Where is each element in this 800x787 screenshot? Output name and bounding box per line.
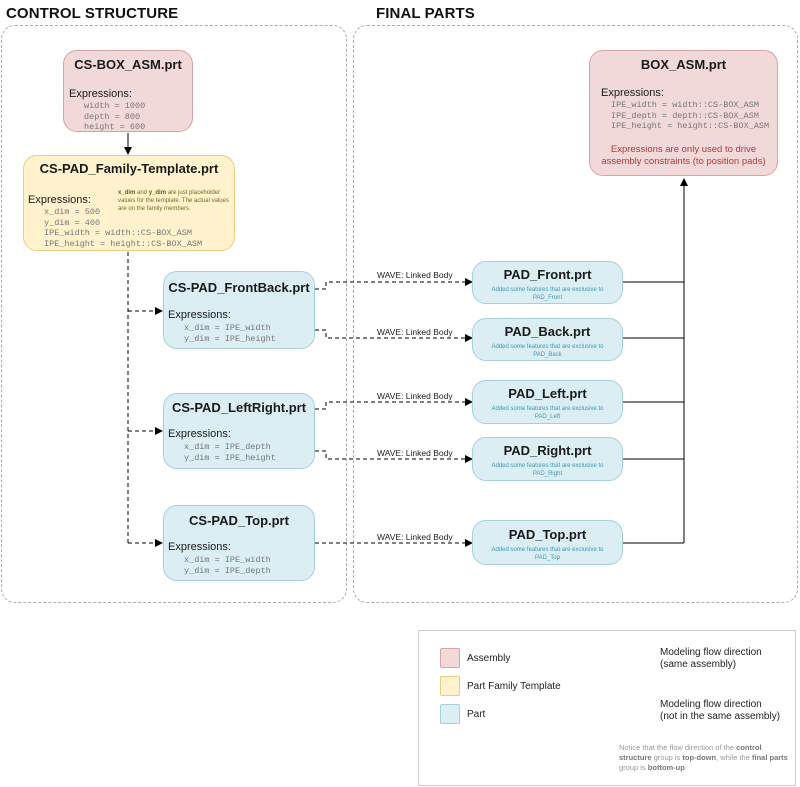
cs-top-expr-label: Expressions: — [168, 541, 231, 553]
pad-front-node[interactable]: PAD_Front.prt Added some features that a… — [472, 261, 623, 304]
legend-part-label: Part — [467, 709, 486, 720]
cs-top-title: CS-PAD_Top.prt — [189, 513, 289, 528]
pad-right-node[interactable]: PAD_Right.prt Added some features that a… — [472, 437, 623, 481]
pad-top-node[interactable]: PAD_Top.prt Added some features that are… — [472, 520, 623, 565]
pad-back-title: PAD_Back.prt — [504, 324, 591, 339]
wave-label-right: WAVE: Linked Body — [377, 448, 453, 458]
pad-front-description: Added some features that are exclusive t… — [491, 287, 604, 301]
cs-pad-top-node[interactable]: CS-PAD_Top.prt Expressions: x_dim = IPE_… — [163, 505, 315, 581]
wave-left — [315, 398, 473, 410]
legend-assembly-label: Assembly — [467, 653, 511, 664]
cs-template-expr-label: Expressions: — [28, 194, 91, 206]
cs-template-expressions: x_dim = 500 y_dim = 400 IPE_width = widt… — [44, 207, 203, 249]
cs-pad-family-template-node[interactable]: CS-PAD_Family-Template.prt Expressions: … — [23, 155, 235, 251]
legend-solid-label: Modeling flow direction(same assembly) — [660, 647, 762, 670]
legend-template-swatch — [440, 676, 460, 696]
control-structure-title: CONTROL STRUCTURE — [6, 5, 179, 22]
final-parts-title: FINAL PARTS — [376, 5, 475, 22]
cs-pad-frontback-node[interactable]: CS-PAD_FrontBack.prt Expressions: x_dim … — [163, 271, 315, 349]
cs-top-expressions: x_dim = IPE_width y_dim = IPE_depth — [184, 555, 271, 576]
cs-frontback-expressions: x_dim = IPE_width y_dim = IPE_height — [184, 323, 276, 344]
cs-frontback-title: CS-PAD_FrontBack.prt — [168, 280, 310, 295]
legend-part-swatch — [440, 704, 460, 724]
box-asm-constraints-note: Expressions are only used to drive assem… — [601, 144, 766, 167]
template-placeholder-note: x_dim and y_dim are just placeholder val… — [118, 190, 229, 212]
wave-label-front: WAVE: Linked Body — [377, 270, 453, 280]
legend-assembly-swatch — [440, 648, 460, 668]
cs-leftright-expr-label: Expressions: — [168, 428, 231, 440]
control-structure-group — [1, 25, 347, 603]
cs-template-title: CS-PAD_Family-Template.prt — [39, 161, 219, 176]
box-asm-node[interactable]: BOX_ASM.prt Expressions: IPE_width = wid… — [589, 50, 778, 176]
pad-left-title: PAD_Left.prt — [508, 386, 587, 401]
legend-template-label: Part Family Template — [467, 681, 561, 692]
pad-back-description: Added some features that are exclusive t… — [491, 344, 604, 358]
cs-box-asm-title: CS-BOX_ASM.prt — [74, 57, 182, 72]
wave-label-top: WAVE: Linked Body — [377, 532, 453, 542]
wave-label-left: WAVE: Linked Body — [377, 391, 453, 401]
box-asm-expressions: IPE_width = width::CS-BOX_ASM IPE_depth … — [611, 100, 770, 131]
cs-pad-leftright-node[interactable]: CS-PAD_LeftRight.prt Expressions: x_dim … — [163, 393, 315, 469]
box-asm-title: BOX_ASM.prt — [640, 57, 727, 72]
pad-top-description: Added some features that are exclusive t… — [491, 547, 604, 561]
final-parts-group — [353, 25, 798, 603]
cs-frontback-expr-label: Expressions: — [168, 309, 231, 321]
legend-flow-note: Notice that the flow direction of the co… — [619, 743, 788, 772]
pad-front-title: PAD_Front.prt — [503, 267, 592, 282]
pad-left-description: Added some features that are exclusive t… — [491, 406, 604, 420]
cs-leftright-expressions: x_dim = IPE_depth y_dim = IPE_height — [184, 442, 276, 463]
box-asm-expr-label: Expressions: — [601, 87, 664, 99]
pad-left-node[interactable]: PAD_Left.prt Added some features that ar… — [472, 380, 623, 424]
wave-back — [315, 329, 473, 342]
pad-top-title: PAD_Top.prt — [508, 527, 587, 542]
wave-front — [315, 278, 473, 290]
legend-dashed-label: Modeling flow direction(not in the same … — [660, 699, 781, 722]
pad-back-node[interactable]: PAD_Back.prt Added some features that ar… — [472, 318, 623, 361]
pad-right-description: Added some features that are exclusive t… — [491, 463, 604, 477]
wave-label-back: WAVE: Linked Body — [377, 327, 453, 337]
wave-right — [315, 450, 473, 463]
cs-box-asm-expr-label: Expressions: — [69, 88, 132, 100]
cs-leftright-title: CS-PAD_LeftRight.prt — [171, 400, 307, 415]
pad-right-title: PAD_Right.prt — [503, 443, 592, 458]
cs-box-asm-node[interactable]: CS-BOX_ASM.prt Expressions: width = 1000… — [63, 50, 193, 132]
legend — [418, 630, 796, 786]
cs-box-asm-expressions: width = 1000 depth = 800 height = 600 — [84, 101, 146, 132]
